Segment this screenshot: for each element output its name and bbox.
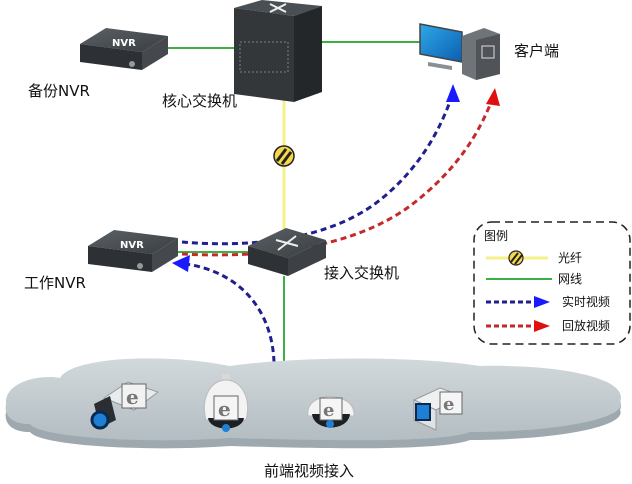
access-switch-device[interactable] <box>248 228 326 276</box>
client-pc-device[interactable] <box>419 23 500 80</box>
legend-label-playback: 回放视频 <box>562 318 610 333</box>
legend-label-fiber: 光纤 <box>558 251 582 265</box>
ptz-dome-camera-icon[interactable]: e <box>204 374 248 432</box>
core-switch-label: 核心交换机 <box>162 92 238 110</box>
switch-arrows-icon <box>275 235 299 251</box>
box-camera-2-icon[interactable]: e <box>412 387 464 431</box>
legend-label-live: 实时视频 <box>562 294 610 309</box>
svg-text:e: e <box>218 397 231 421</box>
fiber-connector-icon <box>273 145 295 167</box>
legend-title: 图例 <box>484 229 508 243</box>
dome-camera-icon[interactable]: e <box>307 396 355 429</box>
legend-playback-arrow-icon <box>534 320 550 332</box>
playback-arrow-head-client <box>486 88 500 106</box>
work-nvr-label: 工作NVR <box>24 274 86 292</box>
backup-nvr-badge: NVR <box>112 38 136 49</box>
svg-text:e: e <box>126 385 139 409</box>
svg-text:e: e <box>323 400 334 421</box>
legend-fiber-icon <box>508 250 524 266</box>
front-end-label: 前端视频接入 <box>264 462 355 480</box>
work-nvr-device[interactable]: NVR <box>88 230 178 272</box>
core-switch-device[interactable] <box>234 0 322 102</box>
flow-live-frontend-to-nvr <box>185 262 276 363</box>
work-nvr-badge: NVR <box>120 240 144 251</box>
legend-live-arrow-icon <box>534 296 550 308</box>
live-arrow-head-client <box>446 84 460 102</box>
box-camera-icon[interactable]: e <box>90 381 160 430</box>
flow-live-nvr-to-client <box>181 95 454 246</box>
legend-label-network: 网线 <box>558 272 582 286</box>
backup-nvr-device[interactable]: NVR <box>80 28 168 70</box>
access-switch-label: 接入交换机 <box>324 264 400 282</box>
switch-arrows-icon <box>269 3 287 13</box>
legend: 图例 光纤 网线 实时视频 回放视频 <box>473 221 631 345</box>
live-arrow-head-nvr <box>172 255 190 272</box>
flow-playback-nvr-to-client <box>181 99 494 257</box>
client-label: 客户端 <box>514 42 560 60</box>
svg-text:e: e <box>443 394 454 415</box>
backup-nvr-label: 备份NVR <box>28 82 90 100</box>
